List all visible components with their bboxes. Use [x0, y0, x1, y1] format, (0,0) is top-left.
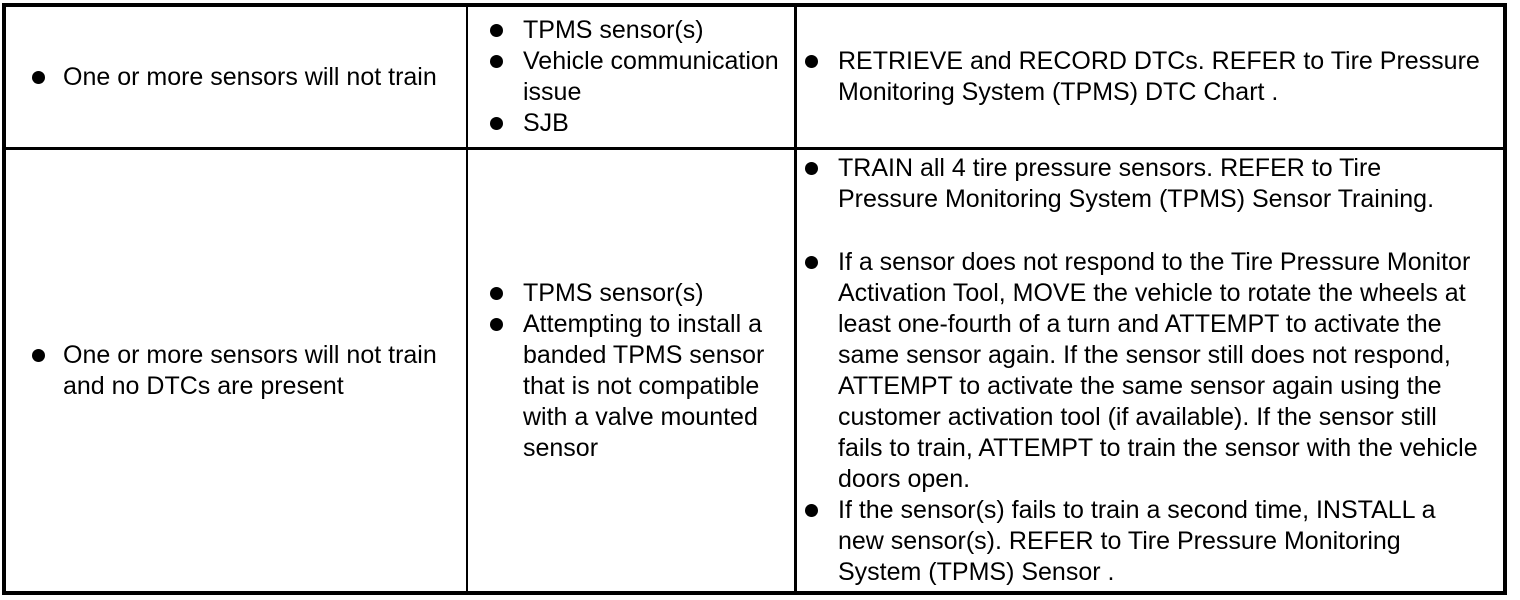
possible-source-text: SJB — [523, 109, 569, 137]
bullet-icon — [490, 286, 503, 300]
bullet-icon — [32, 348, 45, 362]
bullet-icon — [805, 162, 818, 175]
action-cell: RETRIEVE and RECORD DTCs. REFER to Tire … — [797, 7, 1503, 147]
condition-cell: One or more sensors will not train — [6, 7, 466, 147]
action-text: If a sensor does not respond to the Tire… — [838, 248, 1478, 493]
possible-source-text: TPMS sensor(s) — [523, 16, 704, 44]
possible-source-text: Attempting to install a banded TPMS sens… — [523, 309, 765, 462]
table-row: One or more sensors will not train and n… — [6, 150, 1503, 591]
list-item: If the sensor(s) fails to train a second… — [805, 495, 1501, 588]
column-divider — [466, 150, 468, 591]
action-text: If the sensor(s) fails to train a second… — [838, 496, 1436, 586]
bullet-icon — [805, 256, 818, 269]
possible-source-text: Vehicle communication issue — [523, 47, 779, 106]
condition-text: One or more sensors will not train — [63, 62, 437, 91]
row-divider — [6, 147, 1503, 150]
column-divider — [466, 7, 468, 147]
possible-sources-cell: TPMS sensor(s) Attempting to install a b… — [468, 150, 794, 591]
bullet-icon — [490, 117, 503, 130]
list-item: Attempting to install a banded TPMS sens… — [490, 309, 794, 464]
list-item: TRAIN all 4 tire pressure sensors. REFER… — [805, 153, 1501, 215]
list-item: TPMS sensor(s) — [490, 15, 794, 46]
possible-sources-cell: TPMS sensor(s) Vehicle communication iss… — [468, 7, 794, 147]
action-text: TRAIN all 4 tire pressure sensors. REFER… — [838, 154, 1435, 213]
bullet-icon — [490, 317, 503, 331]
bullet-icon — [805, 55, 818, 68]
diagnostic-table: One or more sensors will not train TPMS … — [2, 3, 1507, 595]
list-item: SJB — [490, 108, 794, 139]
condition-text: One or more sensors will not train and n… — [63, 340, 437, 400]
list-item: One or more sensors will not train and n… — [32, 340, 466, 402]
column-divider — [794, 150, 797, 591]
column-divider — [794, 7, 797, 147]
list-item: RETRIEVE and RECORD DTCs. REFER to Tire … — [805, 46, 1501, 108]
action-cell: TRAIN all 4 tire pressure sensors. REFER… — [797, 150, 1503, 591]
action-text: RETRIEVE and RECORD DTCs. REFER to Tire … — [838, 47, 1480, 106]
list-item: TPMS sensor(s) — [490, 278, 794, 309]
possible-source-text: TPMS sensor(s) — [523, 278, 704, 307]
list-item: Vehicle communication issue — [490, 46, 794, 108]
list-item: One or more sensors will not train — [32, 62, 466, 93]
bullet-icon — [805, 504, 818, 517]
condition-cell: One or more sensors will not train and n… — [6, 150, 466, 591]
bullet-icon — [490, 55, 503, 68]
bullet-icon — [490, 24, 503, 37]
bullet-icon — [32, 70, 45, 84]
list-item: If a sensor does not respond to the Tire… — [805, 247, 1501, 495]
table-row: One or more sensors will not train TPMS … — [6, 7, 1503, 147]
